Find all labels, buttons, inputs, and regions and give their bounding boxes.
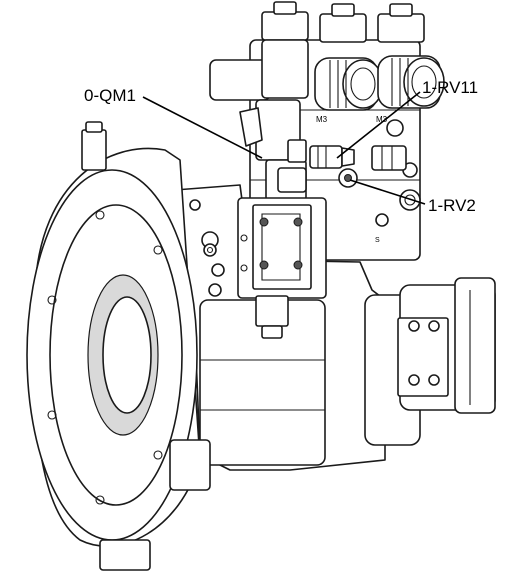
leader-qm1 [142,96,263,159]
relief-valve-rv2 [338,168,358,188]
manual-valve-qm1 [237,99,327,339]
callout-1-rv11: 1-RV11 [422,78,478,97]
flange-stud [81,121,107,171]
relief-valve-right [371,145,407,171]
leader-rv2 [349,179,426,205]
gear-pump [364,277,496,446]
m3-label-left: M3 [316,115,328,124]
housing-bolts [189,199,217,257]
solenoid-coil-right [377,55,445,109]
shaft-end [99,439,211,571]
m3-label-right: M3 [376,115,388,124]
pump-housing [174,184,386,471]
leader-rv11 [336,91,421,159]
solenoid-valve-right [377,3,425,43]
solenoid-valve-left [261,1,309,99]
callout-1-rv2: 1-RV2 [428,196,476,215]
callout-0-qm1: 0-QM1 [84,86,136,105]
solenoid-valve-middle [319,3,367,43]
leader-lines [142,91,426,205]
port-s-label: S [375,237,380,244]
solenoid-coil-middle [314,57,384,111]
mounting-flange [26,147,201,547]
